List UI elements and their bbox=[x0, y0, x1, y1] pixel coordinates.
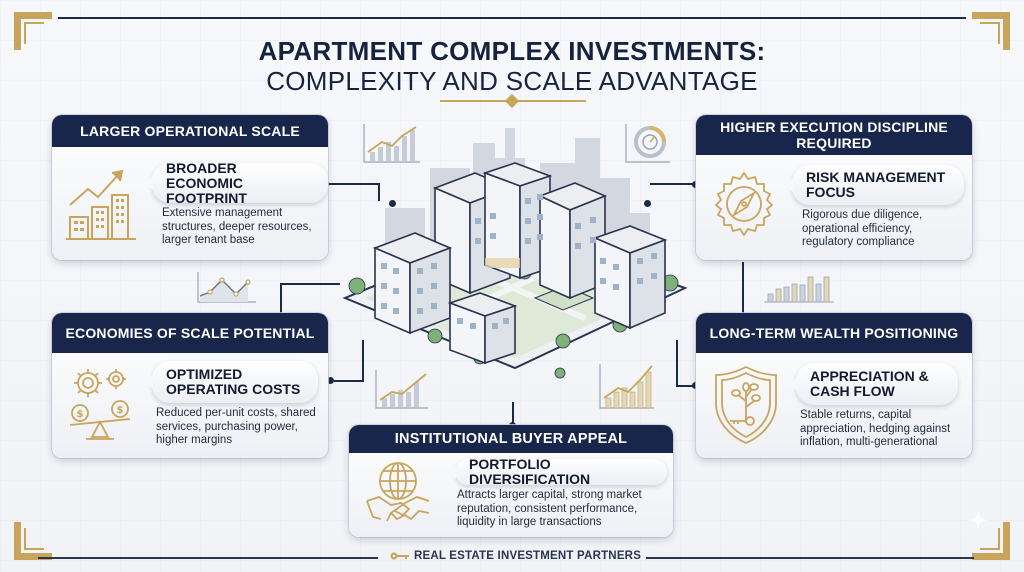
card-larger-operational-scale: LARGER OPERATIONAL SCALE bbox=[52, 115, 328, 260]
bar-line-chart-icon bbox=[363, 124, 420, 163]
card-subtitle: OPTIMIZED OPERATING COSTS bbox=[166, 366, 301, 397]
connector-line bbox=[676, 340, 678, 386]
card-subtitle-pill: RISK MANAGEMENT FOCUS bbox=[784, 165, 964, 205]
page-title: APARTMENT COMPLEX INVESTMENTS: COMPLEXIT… bbox=[0, 36, 1024, 96]
corner-ornament-bottom-right bbox=[972, 522, 1010, 560]
card-subtitle-pill: BROADER ECONOMIC FOOTPRINT bbox=[144, 159, 328, 206]
footer-line-left bbox=[38, 557, 378, 559]
card-subtitle: RISK MANAGEMENT FOCUS bbox=[806, 169, 946, 200]
line-chart-icon bbox=[197, 272, 256, 303]
connector-dot bbox=[692, 382, 699, 389]
rising-bar-chart-icon bbox=[375, 370, 428, 409]
gear-compass-icon bbox=[714, 171, 774, 237]
card-header: ECONOMIES OF SCALE POTENTIAL bbox=[52, 313, 328, 353]
connector-line bbox=[512, 402, 514, 426]
footer-line-right bbox=[646, 557, 974, 559]
card-description: Reduced per-unit costs, shared services,… bbox=[156, 407, 316, 446]
card-header: LARGER OPERATIONAL SCALE bbox=[52, 115, 328, 147]
connector-line bbox=[334, 380, 364, 382]
gauge-chart-icon bbox=[625, 124, 670, 163]
footer-brand-text: REAL ESTATE INVESTMENT PARTNERS bbox=[414, 550, 642, 562]
connector-line bbox=[650, 183, 696, 185]
svg-text:$: $ bbox=[117, 405, 124, 416]
connector-line bbox=[328, 183, 378, 185]
sparkle-icon bbox=[968, 510, 988, 530]
apartment-complex-illustration bbox=[342, 128, 688, 379]
card-higher-execution-discipline: HIGHER EXECUTION DISCIPLINE REQUIRED RIS… bbox=[696, 115, 972, 260]
gears-scale-coins-icon: $$ bbox=[69, 369, 131, 440]
title-line-2: COMPLEXITY AND SCALE ADVANTAGE bbox=[266, 66, 758, 96]
card-economies-of-scale: ECONOMIES OF SCALE POTENTIAL $$ OPTIMIZE… bbox=[52, 313, 328, 458]
card-subtitle: APPRECIATION & CASH FLOW bbox=[810, 368, 929, 399]
connector-line bbox=[378, 183, 380, 201]
connector-dot bbox=[692, 181, 699, 188]
corner-ornament-bottom-left bbox=[14, 522, 52, 560]
rising-gold-bar-chart-icon bbox=[599, 364, 654, 409]
card-subtitle: PORTFOLIO DIVERSIFICATION bbox=[469, 456, 591, 487]
key-icon bbox=[390, 552, 409, 560]
svg-text:$: $ bbox=[77, 409, 84, 420]
card-description: Rigorous due diligence, operational effi… bbox=[802, 209, 923, 248]
frame-top-line bbox=[58, 17, 966, 19]
card-header: INSTITUTIONAL BUYER APPEAL bbox=[349, 425, 673, 453]
bar-chart-icon bbox=[764, 276, 834, 303]
connector-dot bbox=[389, 200, 396, 207]
connector-dot bbox=[327, 377, 334, 384]
connector-line bbox=[280, 283, 340, 285]
card-description: Extensive management structures, deeper … bbox=[162, 207, 312, 246]
card-subtitle: BROADER ECONOMIC FOOTPRINT bbox=[166, 159, 247, 206]
card-description: Attracts larger capital, strong market r… bbox=[457, 489, 642, 528]
connector-line bbox=[742, 262, 744, 314]
connector-line bbox=[280, 283, 282, 313]
card-description: Stable returns, capital appreciation, he… bbox=[800, 409, 951, 448]
card-subtitle-pill: PORTFOLIO DIVERSIFICATION bbox=[447, 456, 667, 487]
card-header: LONG-TERM WEALTH POSITIONING bbox=[696, 313, 972, 353]
shield-tree-key-icon bbox=[715, 365, 777, 444]
corner-ornament-top-right bbox=[972, 12, 1010, 50]
card-subtitle-pill: OPTIMIZED OPERATING COSTS bbox=[144, 361, 318, 403]
title-line-1: APARTMENT COMPLEX INVESTMENTS: bbox=[258, 36, 766, 66]
connector-line bbox=[676, 385, 696, 387]
card-subtitle-pill: APPRECIATION & CASH FLOW bbox=[788, 363, 958, 405]
connector-line bbox=[362, 340, 364, 382]
buildings-growth-arrow-icon bbox=[66, 169, 136, 240]
card-long-term-wealth-positioning: LONG-TERM WEALTH POSITIONING APPRECIATIO… bbox=[696, 313, 972, 458]
globe-handshake-icon bbox=[366, 462, 430, 522]
corner-ornament-top-left bbox=[14, 12, 52, 50]
card-institutional-buyer-appeal: INSTITUTIONAL BUYER APPEAL PORTFOLIO DIV… bbox=[349, 425, 673, 537]
card-header: HIGHER EXECUTION DISCIPLINE REQUIRED bbox=[696, 115, 972, 155]
connector-dot bbox=[644, 200, 651, 207]
